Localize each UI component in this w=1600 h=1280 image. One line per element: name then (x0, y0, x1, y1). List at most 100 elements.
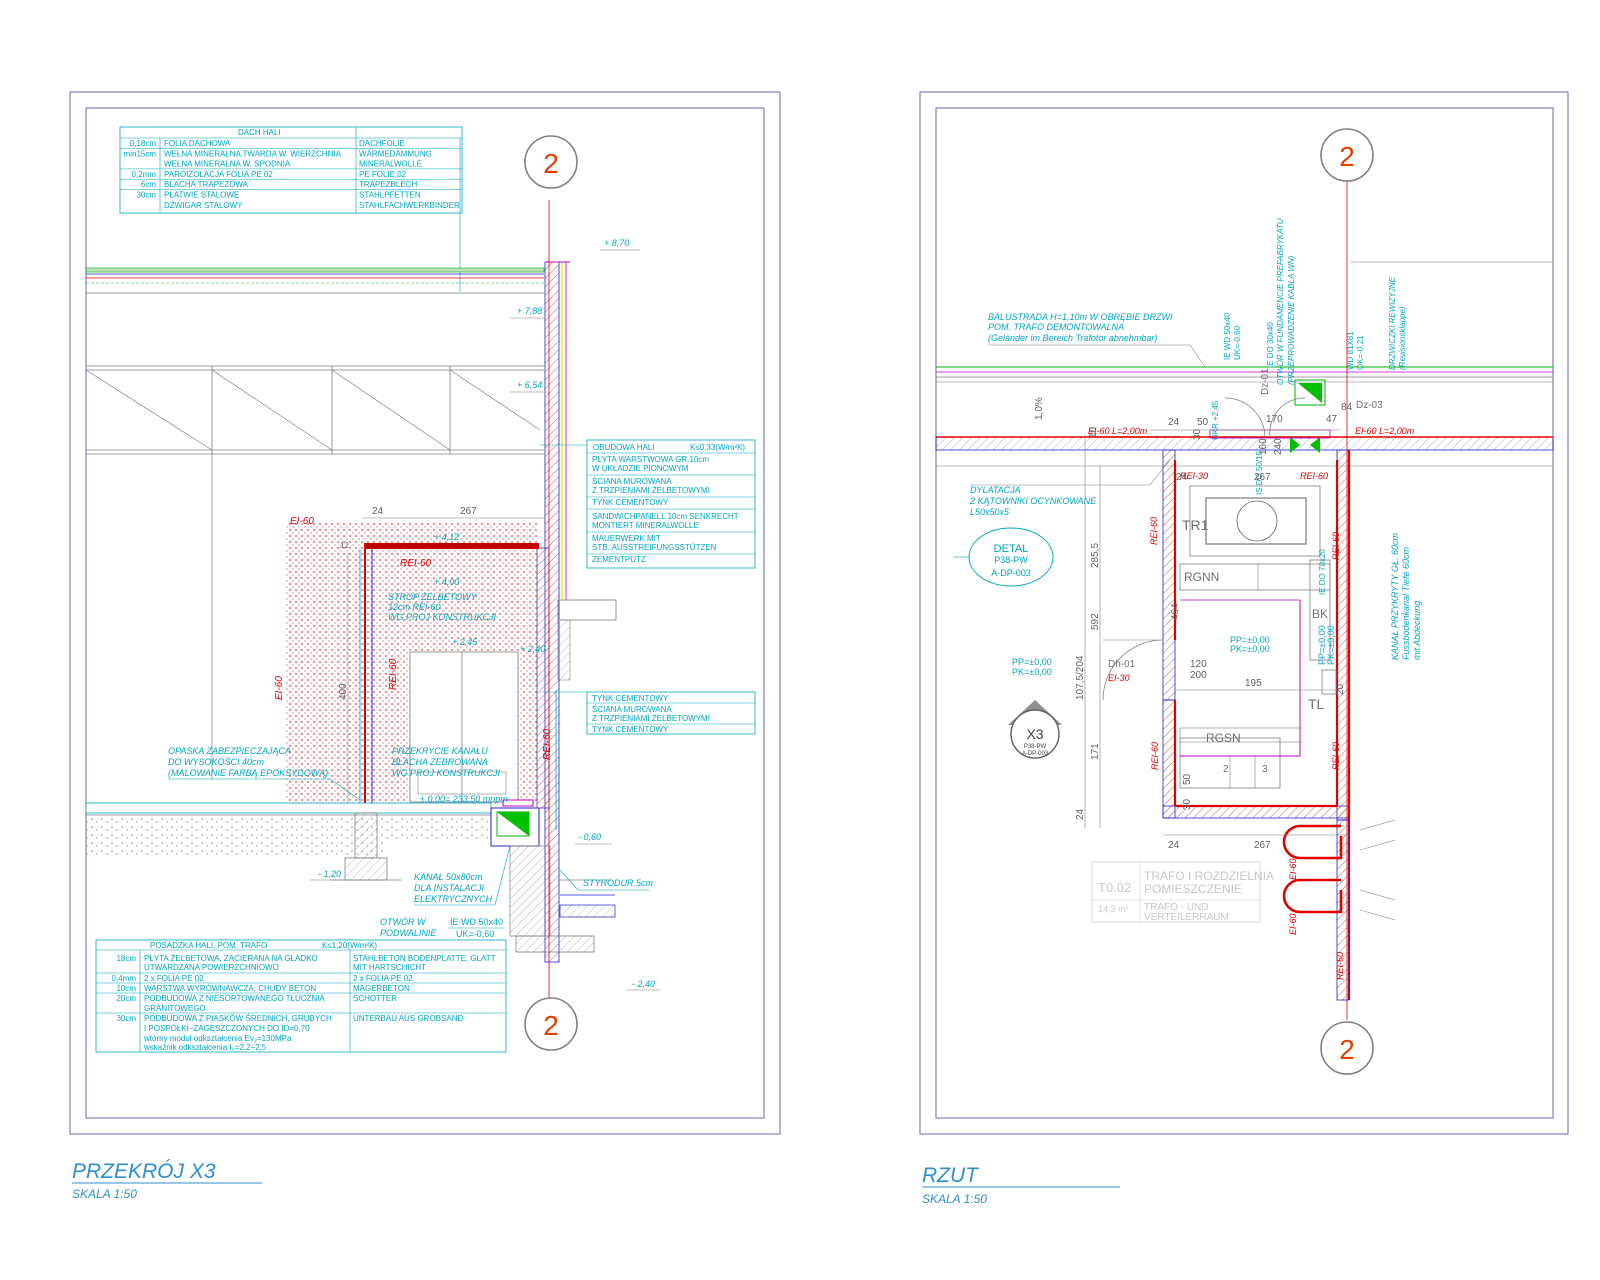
floor-row-layer: PODBUDOWA Z NIESORTOWANEGO TŁUCZNIA (144, 994, 325, 1003)
floor-row-thickness: 20cm (116, 994, 136, 1003)
room-stamp: T0.02 TRAFO I ROZDZIELNIA POMIESZCZENIE … (1091, 861, 1274, 923)
floor-row-layer-de: STAHLBETON BODENPLATTE, GLATT (353, 954, 496, 963)
note-opening-1: OTWÓR W (380, 917, 427, 927)
floor-structure (85, 799, 616, 953)
svg-text:IE DO 70x20: IE DO 70x20 (1318, 549, 1327, 595)
roof-row-layer: PŁATWIE STALOWE (164, 191, 239, 200)
plan-notes: BALUSTRADA H=1,10m W OBRĘBIE DRZWI POM. … (969, 312, 1422, 660)
note-ceiling-1: STROP ŻELBETOWY (388, 592, 478, 602)
section-title: PRZEKRÓJ X3 (72, 1160, 216, 1183)
axis-bubble-bottom (524, 997, 578, 1051)
note-channel-cover-3: WG PROJ KONSTRUKCJI (392, 768, 501, 778)
plan-title: RZUT (922, 1164, 980, 1187)
dim-24: 24 (372, 506, 384, 517)
svg-text:A-DP-003: A-DP-003 (991, 568, 1031, 578)
fire-ei30: EI-30 (1108, 673, 1130, 683)
floor-row-layer: I POSPÓŁKI–ZAGĘSZCZONYCH DO ID=0,70 (144, 1024, 310, 1033)
level-7-88: + 7,88 (517, 306, 542, 316)
svg-text:24: 24 (1168, 417, 1180, 428)
roof-row-layer-de: MINERALWOLLE (359, 160, 422, 169)
cable-bends (1282, 819, 1396, 921)
roof-row-thickness: 6cm (141, 180, 156, 189)
wall-table-header-value: K≤0,33(W/m²K) (690, 443, 745, 452)
plan-scale: SKALA 1:50 (922, 1192, 987, 1206)
svg-text:PK=±0,00: PK=±0,00 (1326, 625, 1336, 665)
level-6-54: + 6,54 (517, 380, 542, 390)
svg-text:IE DO 30x40: IE DO 30x40 (1266, 322, 1275, 368)
section-notes: STROP ŻELBETOWY 12cm REI-60 WG PROJ KONS… (168, 592, 654, 939)
wall-row: W UKŁADZIE PIONOWYM (592, 464, 689, 473)
svg-text:592: 592 (1090, 613, 1101, 630)
svg-text:WD 81X81: WD 81X81 (1346, 331, 1355, 370)
dim-12: 12 (340, 541, 349, 550)
roof-row-layer: PAROIZOLACJA FOLIA PE 02 (164, 170, 273, 179)
axis-bubble-bottom-label: 2 (543, 1010, 559, 1041)
label-panel-2: 2 (1223, 764, 1229, 775)
room-area: 14,3 m² (1098, 904, 1129, 914)
note-channel-plan-3: mit Abdeckung (1412, 601, 1422, 660)
note-channel-plan-2: Fussbodenkanal Tiefe 60cm (1401, 547, 1411, 660)
svg-text:X3: X3 (1026, 726, 1043, 742)
note-opening-tag-2: UK=-0,60 (456, 929, 494, 939)
roof-row-thickness: 0,2mm (132, 170, 157, 179)
note-apron-2: DO WYSOKOŚCI 40cm (168, 756, 265, 767)
wall-row: MONTIERT MINERALWOLLE (592, 521, 699, 530)
plaster-row: TYNK CEMENTOWY (592, 694, 669, 703)
floor-row-layer: GRANITOWEGO (144, 1004, 206, 1013)
svg-text:20: 20 (1335, 683, 1346, 695)
svg-text:171: 171 (1090, 743, 1101, 760)
roof-row-thickness: min15cm (124, 149, 157, 158)
fire-rei60-right: REI-60 (1331, 532, 1341, 560)
plaster-row: TYNK CEMENTOWY (592, 725, 669, 734)
roof-row-layer: DŹWIGAR STALOWY (164, 201, 243, 210)
note-balustrade-1: BALUSTRADA H=1,10m W OBRĘBIE DRZWI (988, 312, 1173, 322)
fire-ei60-side: EI-60 (274, 676, 285, 700)
floor-row-layer: PŁYTA ŻELBETOWA, ZACIERANA NA GŁADKO (144, 954, 318, 963)
floor-row-layer-de: MAGERBETON (353, 984, 410, 993)
svg-text:240: 240 (1273, 438, 1284, 455)
note-channel-3: ELEKTRYCZNYCH (414, 894, 493, 904)
wall-row: MAUERWERK MIT (592, 534, 661, 543)
label-dz01: Dz-01 (1260, 368, 1271, 395)
room-number: T0.02 (1098, 880, 1131, 895)
note-styrodur: STYRODUR 5cm (583, 878, 654, 888)
svg-text:IE WD 50x40: IE WD 50x40 (1223, 312, 1232, 360)
level-minus-1-20: - 1,20 (318, 869, 341, 879)
trafo-room-section (285, 523, 539, 805)
dim-400: 400 (338, 683, 349, 700)
svg-text:OTWÓR W FUNDAMENCIE PREFABRYKA: OTWÓR W FUNDAMENCIE PREFABRYKATU (1276, 218, 1285, 385)
plan-axis-bubble-top-label: 2 (1339, 141, 1355, 172)
section-levels: + 8,70 + 7,88 + 6,54 + 4,12 + 4,00 + 2,4… (310, 238, 660, 991)
floor-row-layer: wtórny moduł odkształcenia Ev₂=130MPa (143, 1034, 292, 1043)
svg-text:50: 50 (1182, 773, 1193, 785)
fire-rei60-left: REI-60 (1149, 517, 1159, 545)
note-ceiling-3: WG PROJ KONSTRUKCJI (388, 612, 497, 622)
roof-table-header: DACH HALI (238, 128, 281, 137)
wall-row: ŚCIANA MUROWANA (592, 477, 672, 486)
roof-row-layer-de: TRAPEZBLECH (359, 180, 417, 189)
wall-row: Z TRZPIENIAMI ŻELBETOWYMI (592, 486, 710, 495)
roof-row-layer-de: PE FOLIE 02 (359, 170, 407, 179)
floor-table-header: POSADZKA HALI, POM. TRAFO (150, 941, 267, 950)
note-channel-2: DLA INSTALACJI (414, 883, 485, 893)
plan-levels: PP=±0,00 PK=±0,00 PP=±0,00 PK=±0,00 PP=±… (1012, 625, 1336, 677)
note-apron-1: OPASKA ZABEZPIECZAJĄCA (168, 746, 291, 756)
svg-text:84: 84 (1341, 402, 1353, 413)
note-dilatation-2: 2 KĄTOWNIKI OCYNKOWANE (969, 496, 1097, 506)
roof-row-layer: FOLIA DACHOWA (164, 139, 231, 148)
fire-rei60-ceiling: REI-60 (400, 558, 432, 569)
floor-table-header-value: K≤1,20(W/m²K) (322, 941, 377, 950)
svg-text:P38-PW: P38-PW (1024, 744, 1047, 750)
wall-row: TYNK CEMENTOWY (592, 498, 669, 507)
svg-text:267: 267 (1254, 472, 1271, 483)
roof-row-layer: WEŁNA MINERALNA W. SPODNIA (164, 160, 291, 169)
svg-text:50: 50 (1197, 417, 1209, 428)
floor-row-thickness: 0,4mm (112, 974, 137, 983)
svg-text:(PRZEPROWADZENIE KABLA WN): (PRZEPROWADZENIE KABLA WN) (1287, 255, 1296, 385)
svg-text:120: 120 (1190, 659, 1207, 670)
section-dimensions: 24 267 12 400 (338, 506, 546, 803)
plan-equipment: TR1 RGNN RGSN BK TL Dh-01 Dz-01 Dz-03 2 … (1108, 368, 1383, 775)
label-tr1: TR1 (1182, 517, 1209, 533)
room-name-de-1: TRAFO - UND (1144, 902, 1208, 913)
